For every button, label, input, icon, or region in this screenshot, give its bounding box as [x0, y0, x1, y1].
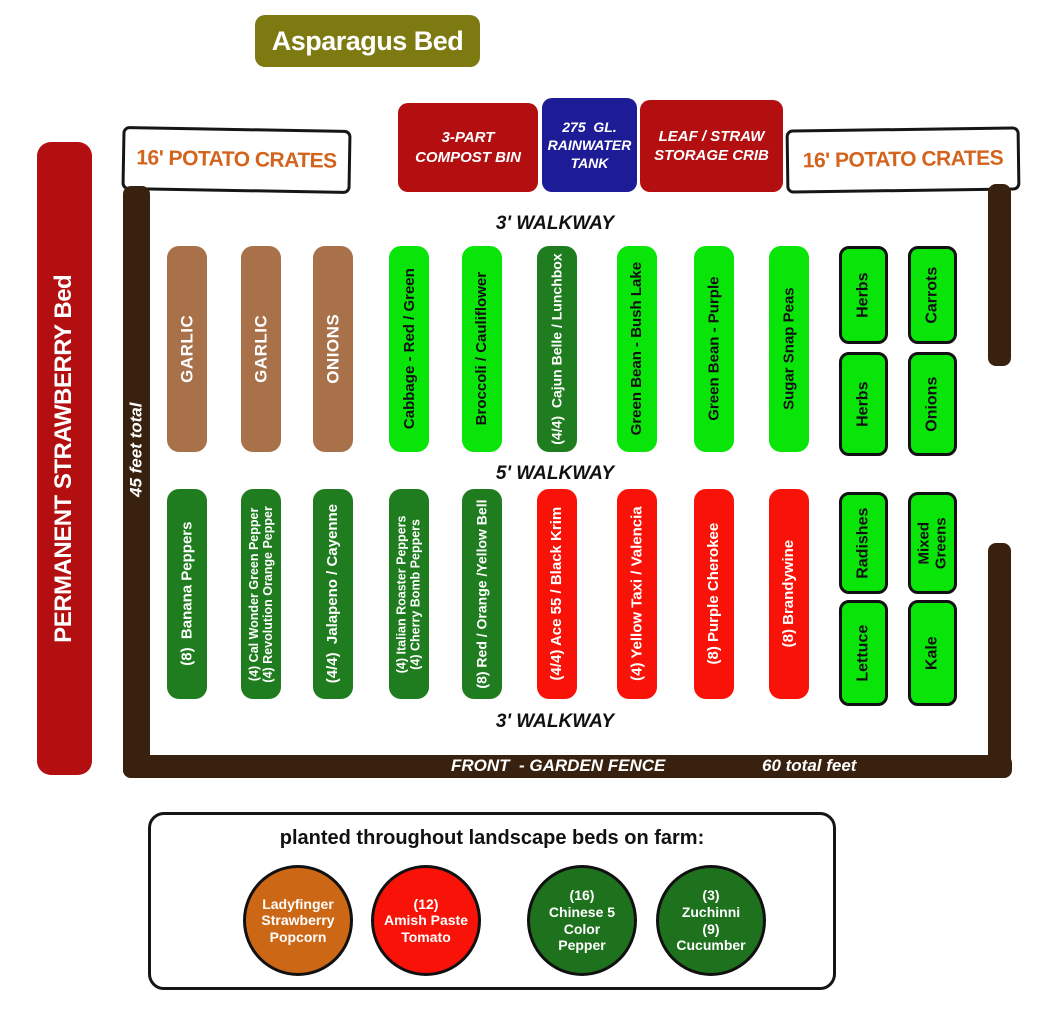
bed-garlic-2-label: GARLIC	[251, 314, 271, 384]
bed-lettuce: Lettuce	[839, 600, 888, 706]
bed-yellow-taxi-valencia-label: (4) Yellow Taxi / Valencia	[628, 506, 646, 682]
potato-crates-left-label: 16' POTATO CRATES	[136, 146, 337, 173]
walkway-middle-label: 5' WALKWAY	[495, 463, 615, 484]
bed-lettuce-label: Lettuce	[854, 624, 872, 682]
bed-onions-small: Onions	[908, 352, 957, 456]
bed-onions-label: ONIONS	[323, 313, 343, 385]
bed-purple-cherokee: (8) Purple Cherokee	[694, 489, 734, 699]
fence-front-label: FRONT - GARDEN FENCE	[451, 756, 666, 775]
fence-bottom	[123, 755, 1012, 778]
fence-left	[123, 186, 150, 778]
bed-cabbage-label: Cabbage - Red / Green	[400, 268, 418, 430]
bed-cajun-belle-lunchbox-label: (4/4) Cajun Belle / Lunchbox	[548, 253, 565, 445]
walkway-bottom-label: 3' WALKWAY	[495, 711, 615, 732]
fence-right-bottom	[988, 543, 1011, 778]
bed-jalapeno-cayenne: (4/4) Jalapeno / Cayenne	[313, 489, 353, 699]
legend-circle-amish-paste-label: (12) Amish Paste Tomato	[383, 895, 469, 945]
strawberry-bed-label: PERMANENT STRAWBERRY Bed	[50, 274, 78, 643]
bed-banana-peppers: (8) Banana Peppers	[167, 489, 207, 699]
bed-purple-cherokee-label: (8) Purple Cherokee	[705, 523, 723, 665]
asparagus-bed-box: Asparagus Bed	[255, 15, 480, 67]
bed-italian-roaster-cherry-bomb-label: (4) Italian Roaster Peppers (4) Cherry B…	[394, 515, 424, 673]
legend-box: planted throughout landscape beds on far…	[148, 812, 836, 990]
bed-green-bean-purple: Green Bean - Purple	[694, 246, 734, 452]
leaf-straw-crib-label: LEAF / STRAW STORAGE CRIB	[654, 127, 769, 165]
bed-garlic-2: GARLIC	[241, 246, 281, 452]
bed-cal-wonder-revolution-label: (4) Cal Wonder Green Pepper (4) Revoluti…	[246, 505, 276, 683]
bed-green-bean-bush-lake-label: Green Bean - Bush Lake	[628, 262, 646, 436]
bed-herbs-2-label: Herbs	[854, 381, 872, 427]
legend-circle-zucchini-cucumber: (3) Zuchinni (9) Cucumber	[656, 865, 766, 976]
bed-radishes-label: Radishes	[854, 507, 872, 579]
bed-jalapeno-cayenne-label: (4/4) Jalapeno / Cayenne	[324, 504, 342, 684]
legend-circle-popcorn-label: Ladyfinger Strawberry Popcorn	[261, 895, 335, 945]
bed-banana-peppers-label: (8) Banana Peppers	[178, 521, 196, 667]
bed-ace55-black-krim: (4/4) Ace 55 / Black Krim	[537, 489, 577, 699]
bed-herbs-1-label: Herbs	[854, 272, 872, 318]
legend-circle-amish-paste: (12) Amish Paste Tomato	[371, 865, 481, 976]
bed-kale: Kale	[908, 600, 957, 706]
rainwater-tank-label: 275 GL. RAINWATER TANK	[547, 118, 632, 172]
bed-green-bean-bush-lake: Green Bean - Bush Lake	[617, 246, 657, 452]
bed-carrots-label: Carrots	[923, 266, 941, 324]
bed-broccoli-cauliflower: Broccoli / Cauliflower	[462, 246, 502, 452]
bed-cajun-belle-lunchbox: (4/4) Cajun Belle / Lunchbox	[537, 246, 577, 452]
potato-crates-left-box: 16' POTATO CRATES	[121, 126, 352, 194]
strawberry-bed: PERMANENT STRAWBERRY Bed	[37, 142, 92, 775]
legend-circle-chinese-pepper-label: (16) Chinese 5 Color Pepper	[548, 887, 616, 954]
bed-garlic-1: GARLIC	[167, 246, 207, 452]
rainwater-tank-box: 275 GL. RAINWATER TANK	[542, 98, 637, 192]
asparagus-bed-label: Asparagus Bed	[271, 25, 464, 56]
bed-mixed-greens: Mixed Greens	[908, 492, 957, 594]
bed-brandywine: (8) Brandywine	[769, 489, 809, 699]
bed-cabbage: Cabbage - Red / Green	[389, 246, 429, 452]
bed-sugar-snap-peas-label: Sugar Snap Peas	[780, 287, 798, 411]
bed-bell-peppers-label: (8) Red / Orange /Yellow Bell	[473, 499, 490, 689]
legend-title: planted throughout landscape beds on far…	[279, 827, 705, 849]
potato-crates-right-box: 16' POTATO CRATES	[785, 126, 1021, 194]
bed-cal-wonder-revolution: (4) Cal Wonder Green Pepper (4) Revoluti…	[241, 489, 281, 699]
bed-herbs-2: Herbs	[839, 352, 888, 456]
fence-front-length-label: 60 total feet	[762, 756, 857, 775]
bed-carrots: Carrots	[908, 246, 957, 344]
bed-brandywine-label: (8) Brandywine	[780, 540, 798, 648]
fence-side-length-label: 45 feet total	[126, 402, 146, 498]
potato-crates-right-label: 16' POTATO CRATES	[802, 146, 1004, 173]
legend-circle-popcorn: Ladyfinger Strawberry Popcorn	[243, 865, 353, 976]
bed-ace55-black-krim-label: (4/4) Ace 55 / Black Krim	[548, 507, 566, 681]
bed-radishes: Radishes	[839, 492, 888, 594]
bed-garlic-1-label: GARLIC	[177, 314, 197, 384]
bed-italian-roaster-cherry-bomb: (4) Italian Roaster Peppers (4) Cherry B…	[389, 489, 429, 699]
bed-onions-small-label: Onions	[923, 376, 941, 432]
leaf-straw-crib-box: LEAF / STRAW STORAGE CRIB	[640, 100, 783, 192]
bed-herbs-1: Herbs	[839, 246, 888, 344]
legend-circle-zucchini-cucumber-label: (3) Zuchinni (9) Cucumber	[676, 887, 746, 954]
compost-bin-label: 3-PART COMPOST BIN	[415, 129, 521, 166]
bed-mixed-greens-label: Mixed Greens	[915, 517, 950, 569]
walkway-top-label: 3' WALKWAY	[495, 213, 615, 234]
bed-sugar-snap-peas: Sugar Snap Peas	[769, 246, 809, 452]
bed-kale-label: Kale	[923, 636, 941, 670]
bed-green-bean-purple-label: Green Bean - Purple	[705, 276, 723, 422]
legend-circle-chinese-pepper: (16) Chinese 5 Color Pepper	[527, 865, 637, 976]
bed-onions: ONIONS	[313, 246, 353, 452]
fence-side-length-wrap: 45 feet total	[123, 330, 150, 570]
fence-right-top	[988, 184, 1011, 366]
compost-bin-box: 3-PART COMPOST BIN	[398, 103, 538, 192]
bed-bell-peppers: (8) Red / Orange /Yellow Bell	[462, 489, 502, 699]
bed-yellow-taxi-valencia: (4) Yellow Taxi / Valencia	[617, 489, 657, 699]
bed-broccoli-cauliflower-label: Broccoli / Cauliflower	[473, 272, 491, 426]
